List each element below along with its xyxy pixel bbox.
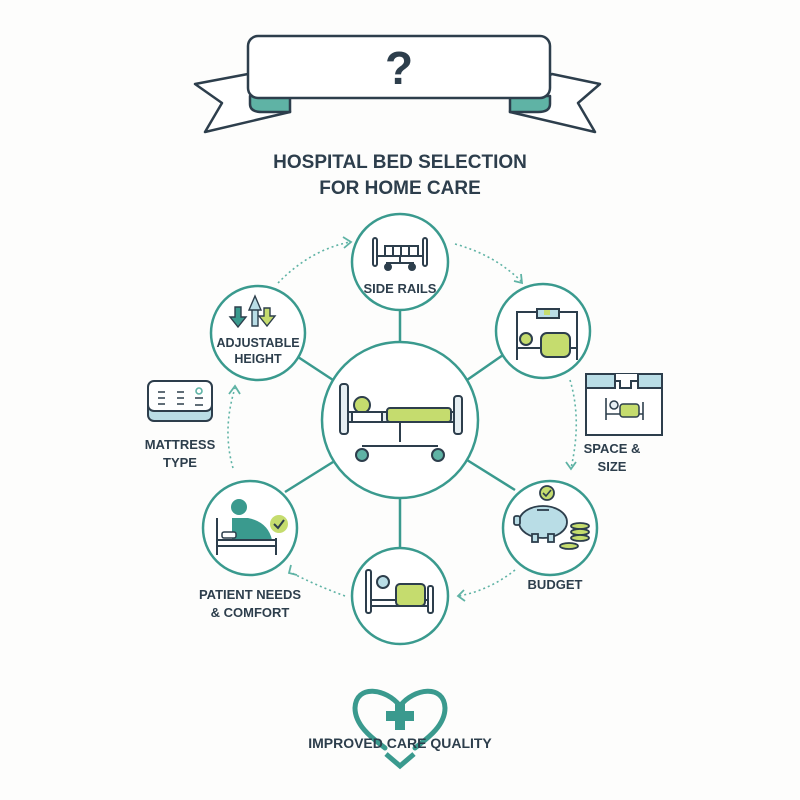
patient-check-icon [216, 499, 288, 555]
mattress-icon [147, 380, 213, 422]
bed-in-room-icon [516, 308, 578, 360]
label-line: & COMFORT [210, 605, 290, 620]
title-line-2: FOR HOME CARE [319, 178, 481, 199]
label-side-rails: SIDE RAILS [363, 281, 437, 296]
arrows-updown-icon [228, 294, 277, 329]
footer-label: IMPROVED CARE QUALITY [308, 735, 492, 751]
node-budget[interactable] [501, 479, 599, 577]
node-room-space[interactable] [494, 282, 592, 380]
node-bed-patient[interactable] [350, 546, 450, 646]
node-space-size[interactable] [585, 373, 663, 436]
label-line: MATTRESS [144, 437, 216, 452]
label-line: TYPE [163, 455, 197, 470]
title-line-1: HOSPITAL BED SELECTION [273, 152, 527, 173]
node-mattress[interactable] [147, 380, 213, 422]
node-side-rails[interactable] [350, 212, 450, 312]
label-line: SIZE [597, 459, 627, 474]
hospital-bed-icon [339, 383, 463, 462]
piggy-bank-icon [513, 485, 590, 550]
label-line: HEIGHT [234, 352, 282, 366]
label-line: SPACE & [583, 441, 641, 456]
label-mattress: MATTRESS TYPE [130, 436, 230, 472]
center-node[interactable] [320, 340, 480, 500]
floorplan-icon [585, 373, 663, 436]
heart-cross-icon [352, 688, 448, 770]
label-space-size: SPACE & SIZE [570, 440, 654, 476]
label-line: ADJUSTABLE [216, 336, 300, 350]
bed-rails-icon [372, 237, 428, 271]
node-adjustable-height[interactable] [209, 284, 307, 382]
patient-in-bed-icon [365, 569, 434, 614]
label-line: PATIENT NEEDS [198, 587, 302, 602]
label-budget: BUDGET [527, 577, 583, 592]
node-patient-needs[interactable] [201, 479, 299, 577]
question-mark-icon: ? [385, 42, 413, 94]
connector-lines [284, 310, 516, 548]
label-adjustable-height: ADJUSTABLE HEIGHT [208, 335, 308, 367]
ribbon-banner [193, 34, 602, 134]
page-title: HOSPITAL BED SELECTION FOR HOME CARE [0, 150, 800, 202]
label-patient-needs: PATIENT NEEDS & COMFORT [170, 586, 330, 622]
